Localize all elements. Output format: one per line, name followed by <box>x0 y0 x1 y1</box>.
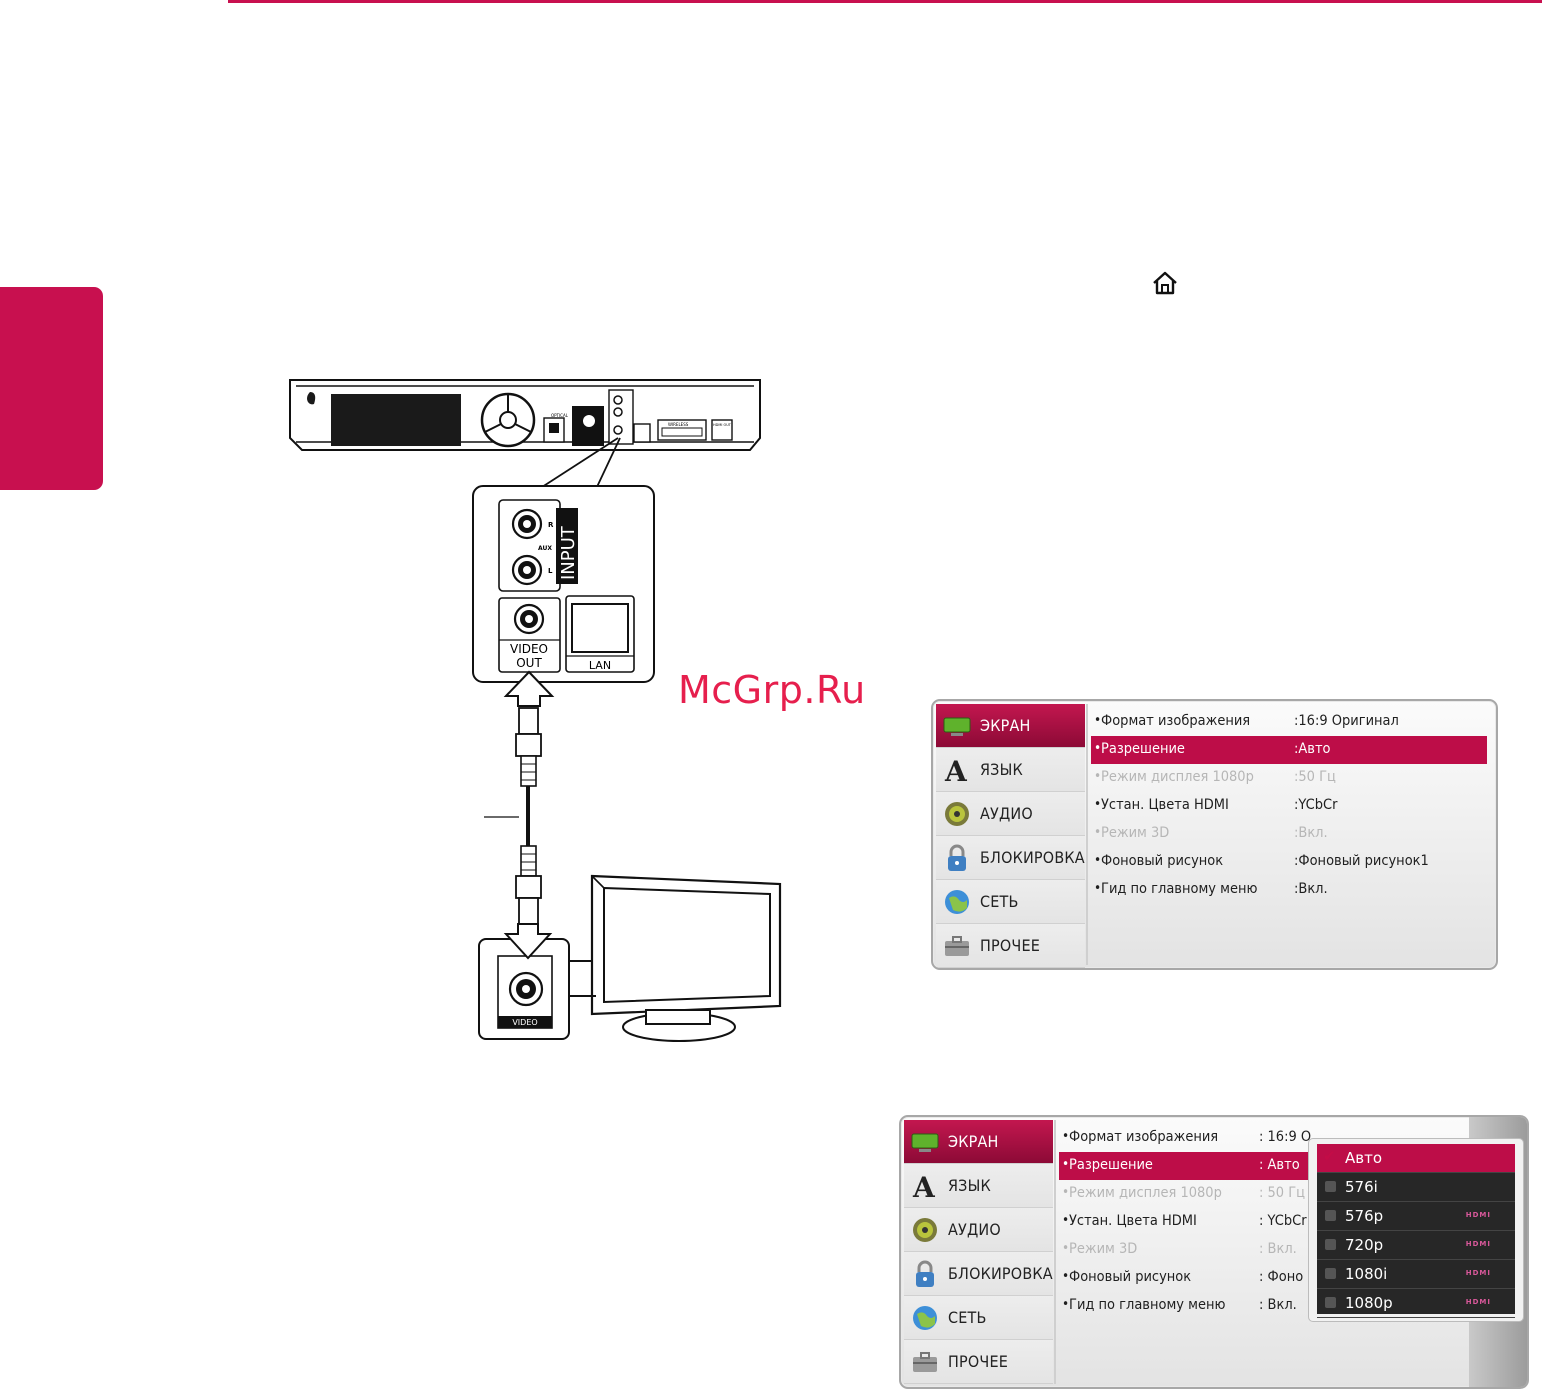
menu-category-language[interactable]: A ЯЗЫК <box>904 1164 1053 1208</box>
zoomed-panel: INPUT R AUX L VIDEO OUT LAN <box>472 485 655 683</box>
setting-row[interactable]: •Формат изображения:16:9 Оригинал <box>1094 713 1399 729</box>
checkbox[interactable] <box>1325 1181 1336 1192</box>
language-icon: A <box>912 1171 936 1202</box>
menu-category-lock[interactable]: БЛОКИРОВКА <box>904 1252 1053 1296</box>
menu-category-audio[interactable]: АУДИО <box>936 792 1085 836</box>
menu-category-other[interactable]: ПРОЧЕЕ <box>904 1340 1053 1384</box>
tv-illustration <box>590 874 782 1042</box>
screen-icon <box>943 717 971 736</box>
setting-row-disabled: •Режим 3D:Вкл. <box>1094 825 1328 841</box>
category-label: ЯЗЫК <box>980 760 1023 779</box>
watermark: McGrp.Ru <box>678 668 866 712</box>
setup-menu-resolution: ЭКРАН A ЯЗЫК АУДИО БЛОКИРОВКА СЕТЬ ПРОЧЕ… <box>931 699 1498 970</box>
category-label: БЛОКИРОВКА <box>980 848 1085 867</box>
category-label: ЯЗЫК <box>948 1176 991 1195</box>
setting-row[interactable]: •Фоновый рисунок: Фоно <box>1062 1269 1304 1285</box>
category-label: СЕТЬ <box>980 892 1019 911</box>
menu-category-audio[interactable]: АУДИО <box>904 1208 1053 1252</box>
aux-label: AUX <box>538 545 552 552</box>
category-label: ЭКРАН <box>980 716 1031 735</box>
hdmi-badge: HDMI <box>1465 1269 1491 1277</box>
video-out-line1: VIDEO <box>510 642 548 656</box>
category-label: ПРОЧЕЕ <box>980 936 1041 955</box>
input-label: INPUT <box>558 525 579 580</box>
resolution-option-selected[interactable]: ✔ Авто <box>1317 1144 1515 1173</box>
hdmi-badge: HDMI <box>1465 1211 1491 1219</box>
video-out-line2: OUT <box>516 656 542 670</box>
resolution-option[interactable]: 576i <box>1317 1173 1515 1202</box>
top-accent-line <box>228 0 1542 3</box>
tv-video-label: VIDEO <box>512 1018 537 1027</box>
up-arrow-icon <box>503 670 555 707</box>
setting-row[interactable]: •Гид по главному меню:Вкл. <box>1094 881 1328 897</box>
lock-icon <box>916 1260 934 1287</box>
toolbox-icon <box>913 1351 937 1372</box>
category-label: СЕТЬ <box>948 1308 987 1327</box>
menu-category-language[interactable]: A ЯЗЫК <box>936 748 1085 792</box>
video-cable <box>484 707 542 927</box>
menu-category-screen[interactable]: ЭКРАН <box>904 1120 1053 1164</box>
hdmi-out-label: HDMI OUT <box>713 423 732 427</box>
sidebar-divider <box>1054 1120 1056 1384</box>
audio-icon <box>913 1217 937 1242</box>
setting-row[interactable]: •Устан. Цвета HDMI: YCbCr <box>1062 1213 1307 1229</box>
category-label: ПРОЧЕЕ <box>948 1352 1009 1371</box>
tv-input-callout: VIDEO <box>478 923 596 1040</box>
aux-l-label: L <box>548 567 553 575</box>
settings-list: •Формат изображения:16:9 Оригинал •Разре… <box>1091 708 1487 904</box>
menu-category-other[interactable]: ПРОЧЕЕ <box>936 924 1085 968</box>
lock-icon <box>948 844 966 871</box>
settings-list: •Формат изображения: 16:9 О •Разрешение:… <box>1059 1124 1469 1320</box>
aux-r-label: R <box>548 521 554 529</box>
resolution-option[interactable]: 576p HDMI <box>1317 1202 1515 1231</box>
home-icon <box>1153 271 1177 295</box>
menu-category-network[interactable]: СЕТЬ <box>904 1296 1053 1340</box>
menu-sidebar: ЭКРАН A ЯЗЫК АУДИО БЛОКИРОВКА СЕТЬ ПРОЧЕ… <box>904 1120 1053 1384</box>
resolution-option[interactable]: 1080p HDMI <box>1317 1289 1515 1318</box>
audio-icon <box>945 801 969 826</box>
menu-category-network[interactable]: СЕТЬ <box>936 880 1085 924</box>
setting-row-disabled: •Режим 3D: Вкл. <box>1062 1241 1297 1257</box>
connection-diagram: OPTICAL WIRELESS HDMI OUT INPUT R AUX L … <box>289 379 782 1042</box>
category-label: ЭКРАН <box>948 1132 999 1151</box>
network-icon <box>913 1305 937 1330</box>
svg-text:A: A <box>944 755 968 786</box>
setting-row[interactable]: •Гид по главному меню: Вкл. <box>1062 1297 1297 1313</box>
setting-row[interactable]: •Фоновый рисунок:Фоновый рисунок1 <box>1094 853 1429 869</box>
resolution-option[interactable]: 720p HDMI <box>1317 1231 1515 1260</box>
category-label: БЛОКИРОВКА <box>948 1264 1053 1283</box>
toolbox-icon <box>945 935 969 956</box>
player-rear-panel: OPTICAL WIRELESS HDMI OUT <box>289 379 761 451</box>
check-icon: ✔ <box>1323 1147 1336 1165</box>
setting-row[interactable]: •Формат изображения: 16:9 О <box>1062 1129 1312 1145</box>
setting-row[interactable]: •Устан. Цвета HDMI:YCbCr <box>1094 797 1338 813</box>
setting-row-selected[interactable]: •Разрешение:Авто <box>1091 736 1487 764</box>
network-icon <box>945 889 969 914</box>
hdmi-badge: HDMI <box>1465 1298 1491 1306</box>
menu-sidebar: ЭКРАН A ЯЗЫК АУДИО БЛОКИРОВКА СЕТЬ ПРОЧЕ… <box>936 704 1085 968</box>
setting-row-disabled: •Режим дисплея 1080p: 50 Гц <box>1062 1185 1306 1201</box>
down-arrow-icon <box>503 923 553 960</box>
menu-category-lock[interactable]: БЛОКИРОВКА <box>936 836 1085 880</box>
chapter-tab <box>0 287 103 490</box>
category-label: АУДИО <box>980 804 1033 823</box>
wireless-label: WIRELESS <box>668 422 689 427</box>
language-icon: A <box>944 755 968 786</box>
sidebar-divider <box>1086 704 1088 965</box>
lan-label: LAN <box>589 659 611 672</box>
checkbox[interactable] <box>1325 1239 1336 1250</box>
menu-category-screen[interactable]: ЭКРАН <box>936 704 1085 748</box>
resolution-option[interactable]: 1080i HDMI <box>1317 1260 1515 1289</box>
screen-icon <box>911 1133 939 1152</box>
checkbox[interactable] <box>1325 1210 1336 1221</box>
category-label: АУДИО <box>948 1220 1001 1239</box>
setting-row-disabled: •Режим дисплея 1080p:50 Гц <box>1094 769 1336 785</box>
resolution-options-list: ✔ Авто 576i 576p HDMI 720p HDMI 1080i HD… <box>1317 1144 1515 1318</box>
optical-label: OPTICAL <box>551 413 569 418</box>
resolution-dropdown: ✔ Авто 576i 576p HDMI 720p HDMI 1080i HD… <box>1308 1138 1524 1322</box>
svg-text:A: A <box>912 1171 936 1202</box>
hdmi-badge: HDMI <box>1465 1240 1491 1248</box>
checkbox[interactable] <box>1325 1268 1336 1279</box>
checkbox[interactable] <box>1325 1297 1336 1308</box>
